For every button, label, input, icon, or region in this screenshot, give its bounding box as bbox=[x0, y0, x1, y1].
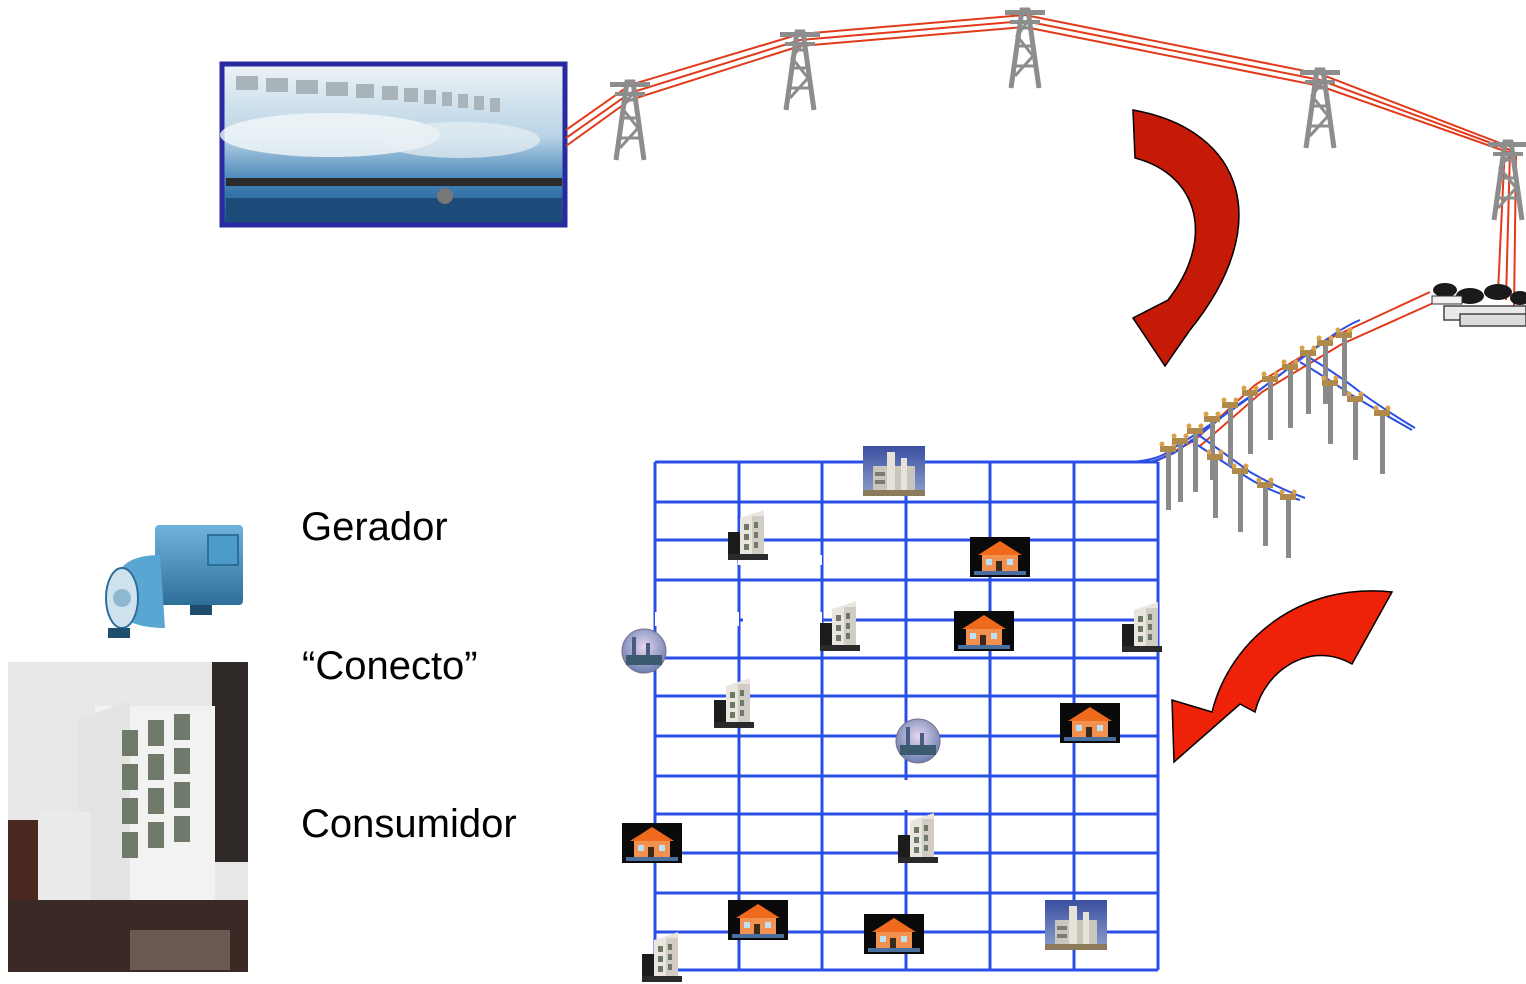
transmission-tower-icon bbox=[780, 32, 820, 110]
transmission-tower-icon bbox=[1488, 142, 1526, 220]
factory-icon bbox=[1045, 900, 1107, 950]
house-icon bbox=[622, 823, 682, 863]
industry-round-icon bbox=[621, 628, 667, 674]
transmission-line bbox=[565, 13, 1518, 463]
building-icon bbox=[642, 932, 682, 982]
generator-icon bbox=[105, 525, 243, 638]
curved-arrow-icon bbox=[1171, 590, 1394, 764]
substation-icon bbox=[1431, 283, 1526, 327]
building-icon bbox=[898, 813, 938, 863]
hydro-dam-photo-icon bbox=[219, 61, 568, 228]
connector-label: “Conecto” bbox=[302, 644, 478, 688]
transmission-tower-icon bbox=[1005, 10, 1045, 88]
generator-label: Gerador bbox=[301, 505, 448, 549]
house-icon bbox=[970, 537, 1030, 577]
building-icon bbox=[820, 601, 860, 651]
house-icon bbox=[1060, 703, 1120, 743]
factory-icon bbox=[863, 446, 925, 496]
curved-arrow-icon bbox=[1131, 109, 1240, 368]
building-icon bbox=[1122, 602, 1162, 652]
distribution-feeder bbox=[1129, 319, 1416, 558]
transmission-tower-icon bbox=[610, 82, 650, 160]
transmission-tower-icon bbox=[1300, 70, 1340, 148]
consumer-label: Consumidor bbox=[301, 802, 517, 846]
building-icon bbox=[714, 678, 754, 728]
house-icon bbox=[954, 611, 1014, 651]
consumer-building-photo-icon bbox=[8, 662, 248, 972]
house-icon bbox=[728, 900, 788, 940]
house-icon bbox=[864, 914, 924, 954]
industry-round-icon bbox=[895, 718, 941, 764]
building-icon bbox=[728, 510, 768, 560]
